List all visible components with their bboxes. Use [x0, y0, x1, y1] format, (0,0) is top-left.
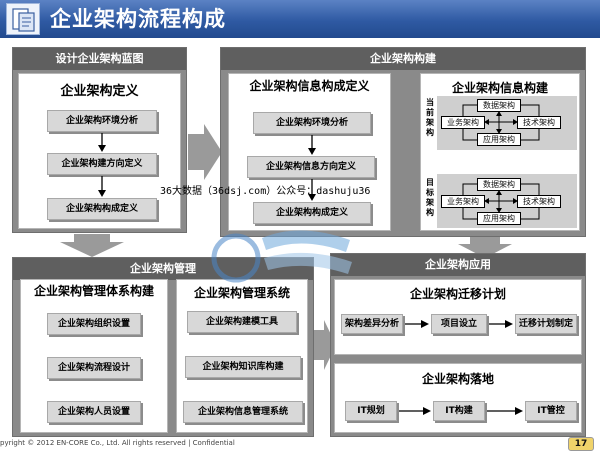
- info-build-box: 企业架构信息构建 当前架构 数据架构 业务架构 技术架构 应用架构 目标架构 数…: [420, 73, 580, 231]
- arrow-down-left: [60, 234, 124, 257]
- landing-step-1: IT规划: [345, 401, 397, 421]
- arrow-right-icon: [405, 320, 429, 328]
- manage-system-build-title: 企业架构管理体系构建: [33, 284, 154, 298]
- architecture-connectors: [462, 104, 540, 220]
- arrow-down-icon: [308, 135, 316, 155]
- current-business-arch: 业务架构: [441, 116, 485, 129]
- arrow-right-icon: [399, 407, 431, 415]
- arrow-down-right: [458, 236, 512, 258]
- migration-step-1: 架构差异分析: [341, 314, 403, 334]
- design-step-3: 企业架构构成定义: [47, 198, 157, 220]
- migration-step-3: 迁移计划制定: [515, 314, 577, 334]
- target-tech-arch: 技术架构: [517, 195, 561, 208]
- manage-system-item-3: 企业架构信息管理系统: [183, 401, 303, 423]
- footer-copyright: pyright © 2012 EN-CORE Co., Ltd. All rig…: [0, 439, 235, 447]
- watermark-logo: [211, 230, 352, 283]
- design-step-2: 企业架构建方向定义: [47, 153, 157, 175]
- arrow-down-icon: [308, 179, 316, 201]
- build-step-3: 企业架构构成定义: [253, 202, 371, 224]
- design-box-title: 企业架构定义: [60, 84, 139, 99]
- document-icon: [6, 3, 40, 35]
- arrow-right-icon: [487, 407, 523, 415]
- target-architecture-label: 目标架构: [426, 178, 434, 217]
- arrow-design-to-build: [188, 124, 222, 180]
- design-step-1: 企业架构环境分析: [47, 110, 157, 132]
- manage-build-item-1: 企业架构组织设置: [47, 313, 141, 335]
- arrow-down-icon: [98, 176, 106, 197]
- manage-build-item-3: 企业架构人员设置: [47, 401, 141, 423]
- arrow-down-icon: [98, 133, 106, 152]
- manage-build-item-2: 企业架构流程设计: [47, 357, 141, 379]
- manage-system-box: 企业架构管理系统 企业架构建模工具 企业架构知识库构建 企业架构信息管理系统: [176, 279, 308, 433]
- arrow-right-icon: [489, 320, 513, 328]
- landing-step-3: IT管控: [525, 401, 577, 421]
- manage-system-item-1: 企业架构建模工具: [187, 311, 297, 333]
- landing-box: 企业架构落地 IT规划 IT构建 IT管控: [334, 363, 582, 433]
- title-bar: [0, 0, 600, 38]
- page-title: 企业架构流程构成: [50, 7, 226, 31]
- page-number: 17: [568, 437, 594, 451]
- build-definition-box: 企业架构信息构成定义 企业架构环境分析 企业架构信息方向定义 企业架构构成定义: [228, 73, 391, 231]
- manage-system-build-box: 企业架构管理体系构建 企业架构组织设置 企业架构流程设计 企业架构人员设置: [20, 279, 168, 433]
- migration-title: 企业架构迁移计划: [409, 287, 506, 301]
- current-tech-arch: 技术架构: [517, 116, 561, 129]
- build-step-1: 企业架构环境分析: [253, 112, 371, 134]
- build-definition-title: 企业架构信息构成定义: [249, 79, 370, 93]
- manage-system-item-2: 企业架构知识库构建: [185, 356, 301, 378]
- migration-step-2: 项目设立: [431, 314, 487, 334]
- landing-step-2: IT构建: [433, 401, 485, 421]
- info-build-title: 企业架构信息构建: [451, 81, 548, 95]
- build-step-2: 企业架构信息方向定义: [247, 156, 375, 178]
- migration-box: 企业架构迁移计划 架构差异分析 项目设立 迁移计划制定: [334, 279, 582, 355]
- watermark-text: 36大数据（36dsj.com）公众号：dashuju36: [160, 186, 371, 197]
- landing-title: 企业架构落地: [421, 372, 494, 386]
- design-panel-title: 设计企业架构蓝图: [13, 48, 186, 70]
- manage-panel-title: 企业架构管理: [13, 258, 313, 280]
- current-architecture-label: 当前架构: [426, 98, 434, 137]
- build-panel-title: 企业架构构建: [221, 48, 585, 70]
- design-box: 企业架构定义 企业架构环境分析 企业架构建方向定义 企业架构构成定义: [18, 73, 181, 229]
- apply-panel-title: 企业架构应用: [331, 254, 585, 276]
- target-business-arch: 业务架构: [441, 195, 485, 208]
- manage-system-title: 企业架构管理系统: [193, 286, 290, 300]
